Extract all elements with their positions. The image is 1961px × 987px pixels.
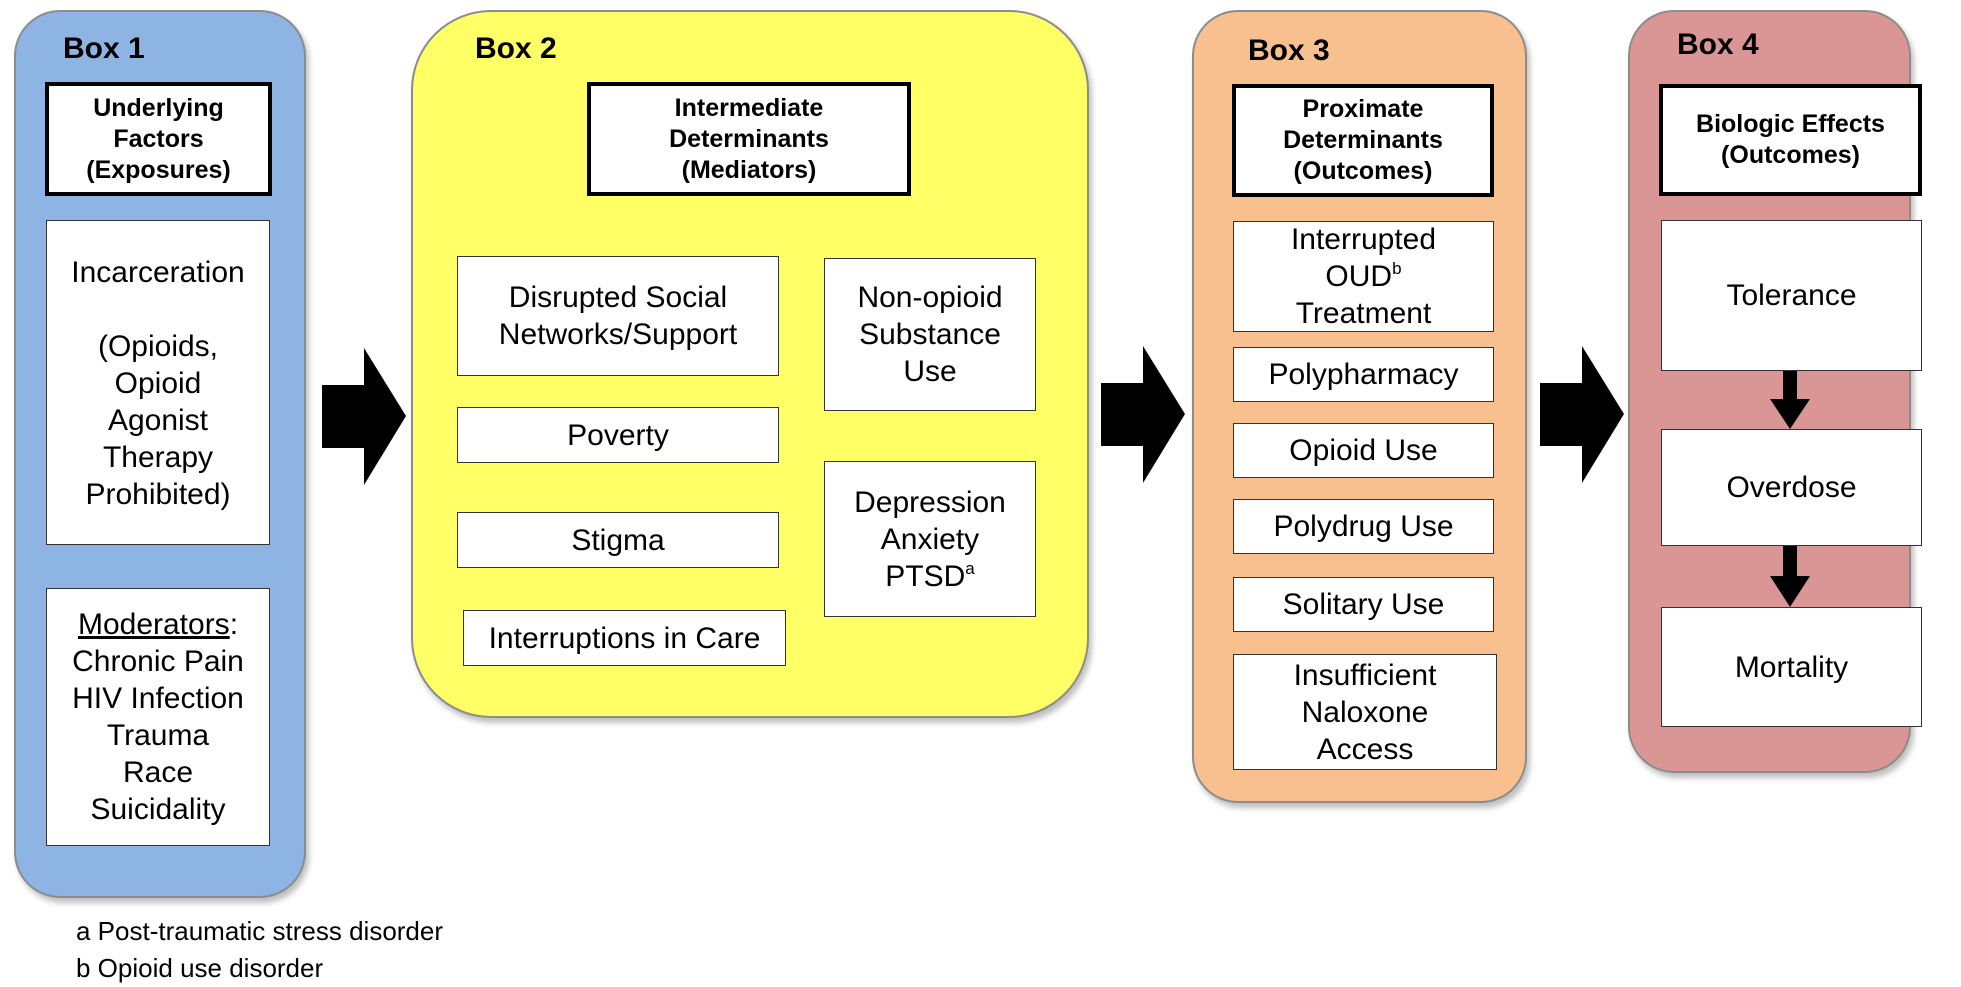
tolerance-box: Tolerance [1661, 220, 1922, 371]
header-line: (Outcomes) [1293, 157, 1433, 185]
mental-line: Depression [854, 485, 1006, 519]
stigma-box: Stigma [457, 512, 779, 568]
exposure-box: Incarceration (Opioids, Opioid Agonist T… [46, 220, 270, 545]
arrow-down-icon [1770, 546, 1810, 607]
box4-header: Biologic Effects (Outcomes) [1659, 84, 1922, 196]
poverty-box: Poverty [457, 407, 779, 463]
mental-line: PTSDa [885, 558, 974, 595]
header-line: Determinants [1283, 126, 1443, 154]
header-line: (Outcomes) [1721, 141, 1860, 169]
interrupted-line: Interrupted [1290, 223, 1437, 256]
box2-header: Intermediate Determinants (Mediators) [587, 82, 911, 196]
nonopioid-line: Non-opioid [857, 281, 1003, 314]
naloxone-line: Access [1316, 732, 1414, 766]
moderators-title-text: Moderators [77, 608, 230, 641]
moderator-item: HIV Infection [72, 682, 244, 715]
header-line: (Exposures) [86, 155, 231, 184]
naloxone-access-box: Insufficient Naloxone Access [1233, 654, 1497, 770]
arrow-right-icon [1101, 346, 1185, 483]
naloxone-line: Naloxone [1301, 695, 1429, 729]
non-opioid-substance-box: Non-opioid Substance Use [824, 258, 1036, 411]
social-line: Networks/Support [498, 318, 738, 351]
moderators-title: Moderators: [78, 606, 238, 643]
naloxone-line: Insufficient [1293, 658, 1437, 692]
polydrug-use-box: Polydrug Use [1233, 499, 1494, 554]
header-line: Intermediate [674, 93, 824, 122]
footnote-a: a Post-traumatic stress disorder [76, 916, 444, 946]
header-line: Proximate [1302, 95, 1424, 123]
box2-label: Box 2 [475, 32, 557, 65]
footnote-marker-a: a [965, 558, 975, 578]
box3-header: Proximate Determinants (Outcomes) [1232, 84, 1494, 197]
header-line: Factors [113, 124, 204, 153]
interruptions-in-care-box: Interruptions in Care [463, 610, 786, 666]
exposure-line: Opioid [114, 367, 202, 400]
mental-line: Anxiety [880, 522, 980, 556]
moderator-item: Trauma [106, 719, 210, 752]
moderators-box: Moderators: Chronic Pain HIV Infection T… [46, 588, 270, 846]
interrupted-line: Treatment [1295, 297, 1432, 330]
header-line: (Mediators) [681, 155, 817, 184]
interrupted-oud-treatment-box: Interrupted OUDb Treatment [1233, 221, 1494, 332]
arrow-right-icon [322, 348, 406, 485]
box3-label: Box 3 [1248, 34, 1330, 67]
oud-text: OUD [1325, 260, 1393, 293]
exposure-line: Therapy [102, 441, 214, 474]
footnote-b: b Opioid use disorder [76, 953, 324, 983]
polypharmacy-box: Polypharmacy [1233, 347, 1494, 402]
header-line: Biologic Effects [1696, 110, 1885, 138]
moderator-item: Chronic Pain [72, 645, 244, 678]
moderator-item: Race [122, 756, 194, 789]
social-networks-box: Disrupted Social Networks/Support [457, 256, 779, 376]
interrupted-line: OUDb [1325, 258, 1401, 295]
exposure-line: Incarceration [71, 256, 245, 289]
box1-label: Box 1 [63, 32, 145, 65]
ptsd-text: PTSD [885, 559, 966, 593]
moderator-item: Suicidality [90, 793, 226, 826]
footnote-marker-b: b [1392, 259, 1402, 278]
header-line: Underlying [93, 93, 224, 122]
box1-header: Underlying Factors (Exposures) [45, 82, 272, 196]
arrow-down-icon [1770, 371, 1810, 429]
solitary-use-box: Solitary Use [1233, 577, 1494, 632]
arrow-right-icon [1540, 346, 1624, 483]
exposure-line: Agonist [107, 404, 209, 437]
header-line: Determinants [669, 124, 829, 153]
social-line: Disrupted Social [508, 281, 728, 314]
overdose-box: Overdose [1661, 429, 1922, 546]
nonopioid-line: Use [903, 355, 957, 388]
exposure-line: Prohibited) [85, 478, 231, 511]
mortality-box: Mortality [1661, 607, 1922, 727]
box4-label: Box 4 [1677, 28, 1759, 61]
mental-health-box: Depression Anxiety PTSDa [824, 461, 1036, 617]
exposure-line: (Opioids, [97, 330, 219, 363]
moderators-colon: : [229, 608, 239, 641]
nonopioid-line: Substance [859, 318, 1001, 351]
opioid-use-box: Opioid Use [1233, 423, 1494, 478]
